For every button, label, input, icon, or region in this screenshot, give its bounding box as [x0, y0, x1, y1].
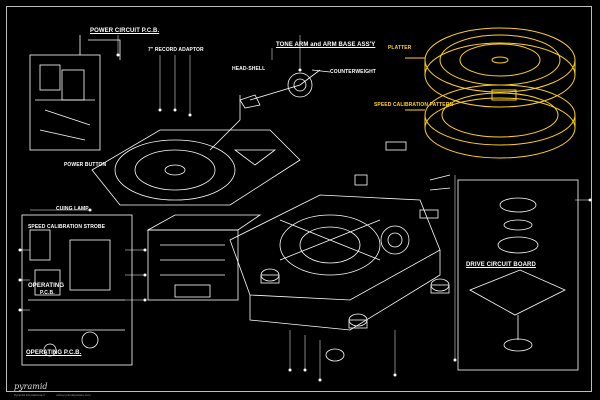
top-plate	[91, 95, 301, 206]
tone-arm-assembly	[239, 69, 331, 109]
label-head-shell: HEAD-SHELL	[232, 66, 266, 72]
label-power-circuit-pcb: POWER CIRCUIT P.C.B.	[90, 28, 160, 34]
callout-dots	[18, 53, 592, 382]
fine-print: Pyramid International © www.pyramidposte…	[14, 393, 100, 397]
label-operating-small: P.C.B.	[40, 290, 55, 296]
small-parts	[354, 141, 451, 219]
feet	[260, 268, 450, 362]
base-chassis	[229, 194, 441, 331]
brand-logo-text: pyramid	[14, 382, 48, 391]
label-tone-arm: TONE ARM and ARM BASE ASS'Y	[276, 42, 376, 48]
label-speed-calibration-pattern: SPEED CALIBRATION PATTERN	[374, 102, 454, 108]
fine-print-2: www.pyramidposters.com	[56, 393, 91, 397]
label-platter: PLATTER	[388, 45, 412, 51]
poster-border	[6, 6, 592, 392]
label-cuing-lamp: CUING LAMP	[56, 206, 89, 212]
operating-section	[21, 214, 133, 366]
label-operating: OPERATING	[28, 283, 65, 289]
label-power-button: POWER BUTTON	[64, 162, 107, 168]
power-circuit-pcb-cluster	[29, 35, 121, 151]
label-drive-circuit-board: DRIVE CIRCUIT BOARD	[466, 262, 536, 268]
platter-highlight	[405, 27, 576, 159]
drive-circuit-area	[457, 179, 579, 371]
center-bracket	[146, 214, 262, 301]
fine-print-1: Pyramid International ©	[14, 393, 46, 397]
leader-lines	[20, 35, 590, 380]
label-operating-pcb: OPERATING P.C.B.	[26, 350, 82, 356]
label-record-adaptor: 7" RECORD ADAPTOR	[148, 47, 204, 53]
label-speed-calibration-strobe: SPEED CALIBRATION STROBE	[28, 224, 106, 230]
label-counterweight: COUNTERWEIGHT	[330, 69, 376, 75]
